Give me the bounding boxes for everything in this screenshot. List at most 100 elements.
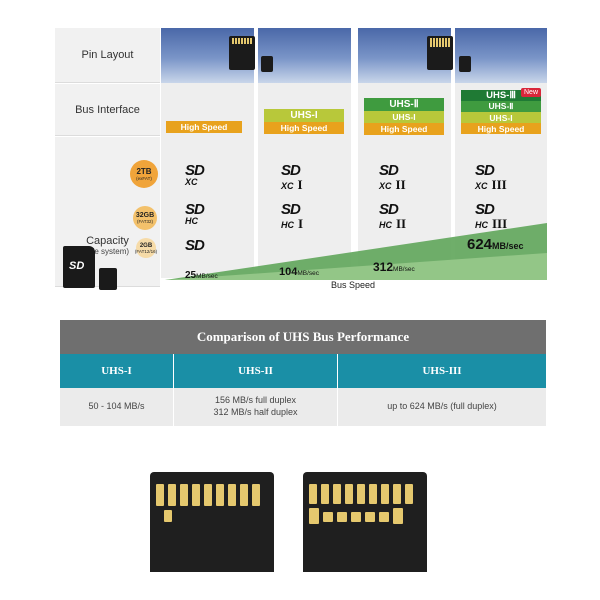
bus-speed-label: Bus Speed xyxy=(331,280,376,290)
uhs2-card-photo xyxy=(150,472,274,572)
contact-pad xyxy=(333,484,341,504)
contact-pad xyxy=(345,484,353,504)
uhs-comparison-table: Comparison of UHS Bus Performance UHS-I … xyxy=(60,320,546,426)
sdhc-iii-logo-sd: SD xyxy=(475,201,495,218)
bus-speed-wedge-highlight xyxy=(165,253,547,280)
speed-312-unit: MB/sec xyxy=(393,266,415,273)
header-uhs3: UHS-III xyxy=(338,354,546,388)
speed-104: 104MB/sec xyxy=(279,266,319,278)
contact-pad xyxy=(204,484,212,506)
sdhc-i-logo-hc: HC xyxy=(281,220,294,230)
pin-layout-band-2 xyxy=(258,28,351,83)
table-header-row: UHS-I UHS-II UHS-III xyxy=(60,354,546,388)
sdxc-i-logo-sd: SD xyxy=(281,162,301,179)
pin-layout-microcard-1 xyxy=(261,56,273,72)
header-uhs2: UHS-II xyxy=(174,354,338,388)
sdhc-iii-logo: SD HC III xyxy=(475,202,507,230)
capacity-32gb-badge: 32GB (FAT32) xyxy=(133,206,157,230)
capacity-2gb-value: 2GB xyxy=(139,242,153,249)
sd-logo-col1: SD xyxy=(185,237,205,254)
band-uhs1-col2: UHS-I xyxy=(264,109,344,122)
band-high-speed-col1: High Speed xyxy=(166,121,242,133)
sdhc-iii-logo-hc: HC xyxy=(475,220,488,230)
sdxc-iii-logo-sd: SD xyxy=(475,162,495,179)
sd-logo-col1-sd: SD xyxy=(185,237,205,254)
speed-312: 312MB/sec xyxy=(373,260,415,274)
contact-pad xyxy=(156,484,164,506)
band-uhs2-col4: UHS-Ⅱ xyxy=(461,101,541,112)
contact-pad-lower xyxy=(379,512,389,522)
contact-pad xyxy=(393,484,401,504)
sdhc-i-logo-kind: HC I xyxy=(281,217,303,230)
pin-layout-band-4 xyxy=(455,28,547,83)
band-uhs3-col4: UHS-Ⅲ xyxy=(461,90,541,101)
capacity-32gb-value: 32GB xyxy=(135,212,155,219)
bus-speed-wedge xyxy=(165,223,547,280)
contact-pad xyxy=(252,484,260,506)
contact-pad xyxy=(381,484,389,504)
sdhc-logo-col1: SD HC xyxy=(185,201,205,226)
sdhc-i-logo-roman: I xyxy=(298,216,304,231)
contact-pad-lower xyxy=(164,510,172,522)
contact-pad xyxy=(321,484,329,504)
capacity-sublabel: (file system) xyxy=(85,247,130,256)
contact-pad-lower xyxy=(337,512,347,522)
contact-pad xyxy=(240,484,248,506)
speed-25: 25MB/sec xyxy=(185,270,218,281)
pin-layout-microcard-2 xyxy=(459,56,471,72)
capacity-2gb-badge: 2GB (FAT12/16) xyxy=(135,238,157,258)
capacity-32gb-fs: (FAT32) xyxy=(137,219,153,224)
speed-624-num: 624 xyxy=(467,236,493,253)
contact-pad xyxy=(216,484,224,506)
sdhc-iii-logo-roman: III xyxy=(492,216,508,231)
row-label-bus-interface: Bus Interface xyxy=(55,84,160,136)
sdxc-iii-logo-roman: III xyxy=(491,177,507,192)
sdxc-i-logo-roman: I xyxy=(297,177,303,192)
cell-uhs1-text: 50 - 104 MB/s xyxy=(88,401,145,412)
capacity-2tb-badge: 2TB (exFAT) xyxy=(130,160,158,188)
band-high-speed-col3: High Speed xyxy=(364,123,444,135)
column-uhs1 xyxy=(258,28,351,278)
band-high-speed-col2: High Speed xyxy=(264,122,344,134)
speed-25-num: 25 xyxy=(185,270,197,281)
cell-uhs3-text: up to 624 MB/s (full duplex) xyxy=(387,401,497,412)
capacity-2tb-value: 2TB xyxy=(136,167,152,176)
band-high-speed-col4: High Speed xyxy=(461,123,541,134)
speed-312-num: 312 xyxy=(373,260,394,274)
sdxc-logo-col1: SD XC xyxy=(185,163,205,187)
contact-pad xyxy=(192,484,200,506)
band-uhs1-col3: UHS-I xyxy=(364,111,444,123)
speed-104-num: 104 xyxy=(279,266,298,278)
sdxc-i-logo-xc: XC xyxy=(281,181,294,191)
sdxc-ii-logo-xc: XC xyxy=(379,181,392,191)
contact-pad xyxy=(180,484,188,506)
sdhc-logo-col1-hc: HC xyxy=(185,216,198,226)
table-row: 50 - 104 MB/s 156 MB/s full duplex 312 M… xyxy=(60,388,546,426)
microsd-card-image xyxy=(99,268,117,290)
contact-pad xyxy=(405,484,413,504)
row-label-pin-layout: Pin Layout xyxy=(55,28,160,83)
cell-uhs2-line2: 312 MB/s half duplex xyxy=(213,407,298,417)
uhs3-card-photo xyxy=(303,472,427,572)
contact-pad-lower xyxy=(351,512,361,522)
sdhc-logo-col1-sd: SD xyxy=(185,201,205,218)
contact-pad xyxy=(228,484,236,506)
sd-bus-diagram: Pin Layout Bus Interface Capacity (file … xyxy=(55,28,547,296)
contact-pad xyxy=(357,484,365,504)
sdxc-logo-col1-xc: XC xyxy=(185,177,198,187)
pin-contacts-2 xyxy=(430,38,450,47)
header-uhs1: UHS-I xyxy=(60,354,174,388)
pin-contacts-1 xyxy=(232,38,252,44)
band-uhs2-col3: UHS-Ⅱ xyxy=(364,98,444,111)
contact-pad xyxy=(369,484,377,504)
band-uhs1-col4: UHS-I xyxy=(461,112,541,123)
capacity-2tb-fs: (exFAT) xyxy=(136,176,152,181)
